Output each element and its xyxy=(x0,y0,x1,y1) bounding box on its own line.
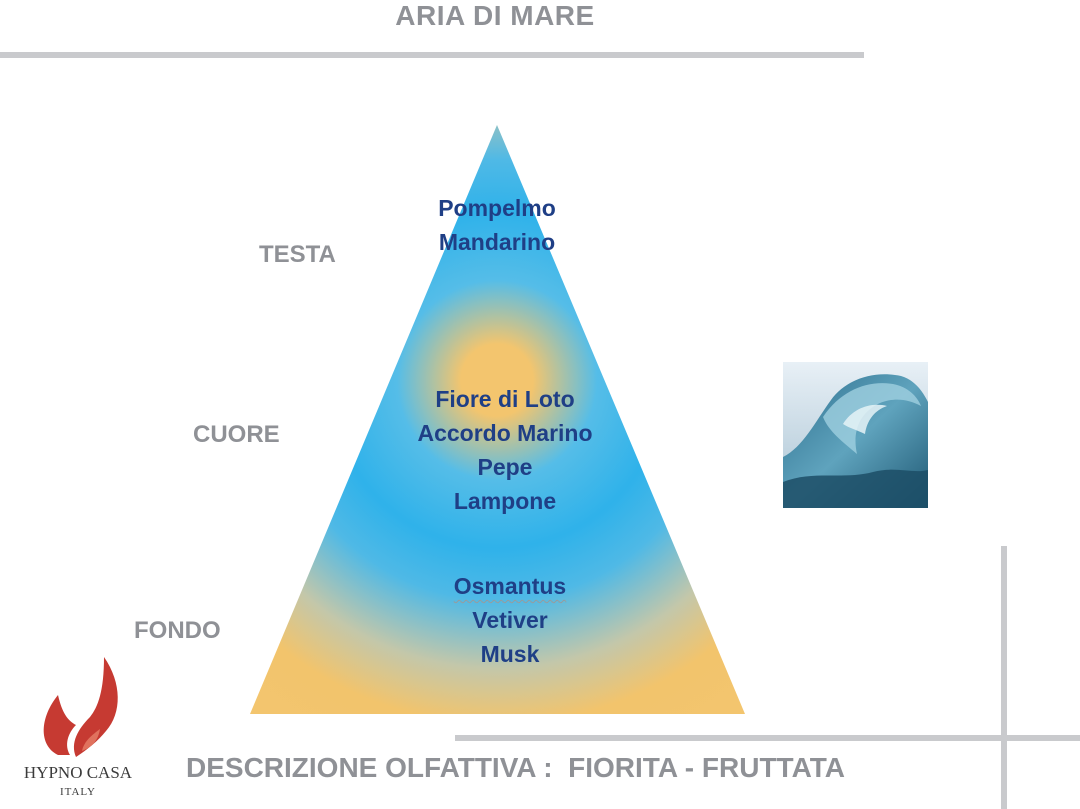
brand-logo: HYPNO CASA ITALY xyxy=(18,655,138,798)
pyramid-shape xyxy=(250,125,745,714)
top-rule xyxy=(0,52,864,58)
flame-logo-icon xyxy=(43,657,118,757)
bottom-rule xyxy=(455,735,1080,741)
olfactory-description: DESCRIZIONE OLFATTIVA : FIORITA - FRUTTA… xyxy=(186,752,845,783)
level-label-top: TESTA xyxy=(259,241,336,268)
right-vertical-rule xyxy=(1001,546,1007,809)
note-item: Mandarino xyxy=(438,229,556,255)
note-item: Pepe xyxy=(477,454,533,480)
notes-top: Pompelmo Mandarino xyxy=(397,191,597,259)
note-item: Osmantus xyxy=(410,569,610,603)
note-item: Vetiver xyxy=(472,607,548,633)
note-item: Accordo Marino xyxy=(417,420,593,446)
note-item-underlined: Osmantus xyxy=(453,573,567,599)
note-item: Lampone xyxy=(453,488,557,514)
level-label-base: FONDO xyxy=(134,617,221,644)
notes-heart: Fiore di Loto Accordo Marino Pepe Lampon… xyxy=(385,382,625,518)
level-label-heart: CUORE xyxy=(193,421,280,448)
brand-name: HYPNO CASA xyxy=(23,763,133,782)
brand-subtitle: ITALY xyxy=(59,786,96,798)
note-item: Musk xyxy=(480,641,540,667)
page-title: ARIA DI MARE xyxy=(395,0,595,31)
ocean-wave-image xyxy=(783,362,928,508)
note-item: Pompelmo xyxy=(438,195,556,221)
note-item: Fiore di Loto xyxy=(435,386,575,412)
notes-base: Osmantus Vetiver Musk xyxy=(410,569,610,671)
